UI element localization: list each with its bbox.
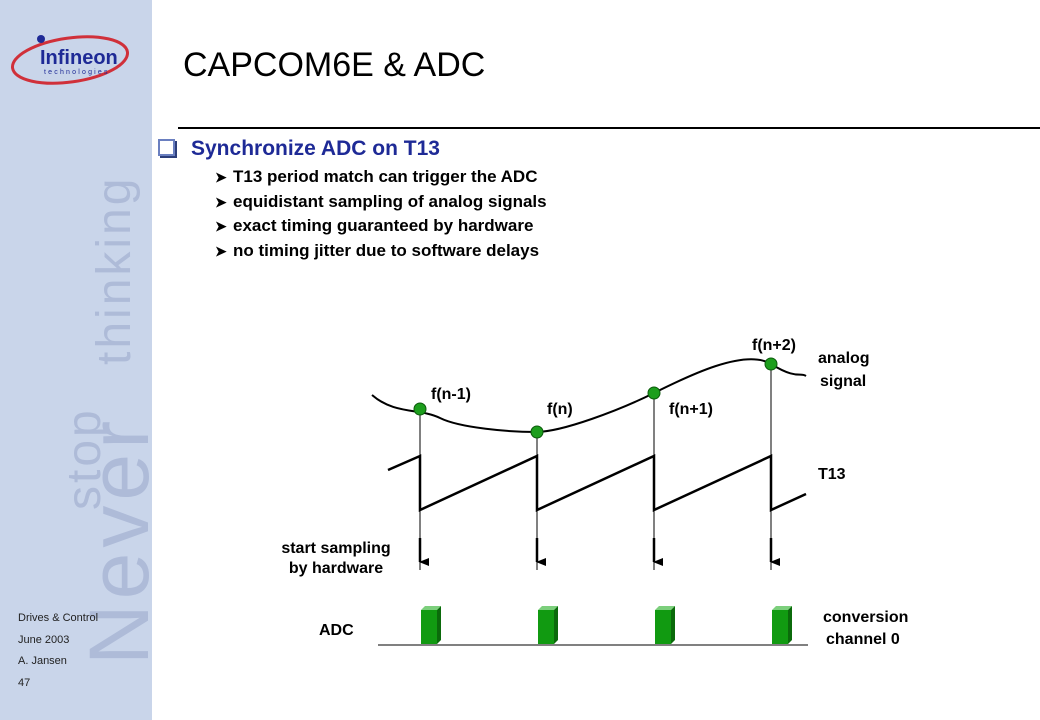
watermark-never: Never xyxy=(72,416,152,665)
subbullet-text: exact timing guaranteed by hardware xyxy=(233,216,534,236)
sample-dot-3 xyxy=(647,386,661,400)
subbullet-text: no timing jitter due to software delays xyxy=(233,241,540,261)
channel-label: channel 0 xyxy=(826,631,900,648)
watermark: Never stop thinking xyxy=(58,176,152,665)
checkbox-bullet-icon xyxy=(158,139,175,157)
subbullet-text: T13 period match can trigger the ADC xyxy=(233,167,538,186)
subbullet-item: ➤ no timing jitter due to software delays xyxy=(215,239,547,264)
sample-dot-1 xyxy=(413,402,427,416)
label-f-n-minus-1: f(n-1) xyxy=(431,386,471,403)
watermark-thinking: thinking xyxy=(88,176,141,365)
subbullet-item: ➤ T13 period match can trigger the ADC xyxy=(215,165,547,190)
logo-swoosh xyxy=(10,35,130,85)
footer-info: Drives & Control June 2003 A. Jansen 47 xyxy=(18,608,98,694)
subbullet-list: ➤ T13 period match can trigger the ADC ➤ e… xyxy=(215,165,547,264)
conversion-block-3 xyxy=(655,606,675,644)
signal-label: signal xyxy=(820,373,866,390)
adc-label: ADC xyxy=(319,622,354,639)
arrow-bullet-icon: ➤ xyxy=(215,218,227,235)
conversion-block-4 xyxy=(772,606,792,644)
subbullet-item: ➤ exact timing guaranteed by hardware xyxy=(215,214,547,239)
subbullet-item: ➤ equidistant sampling of analog signals xyxy=(215,190,547,215)
label-f-n-plus-1: f(n+1) xyxy=(669,401,713,418)
label-f-n: f(n) xyxy=(547,401,573,418)
subbullet-text: equidistant sampling of analog signals xyxy=(233,191,547,211)
logo-subtext: technologies xyxy=(44,69,110,76)
by-hardware-label: by hardware xyxy=(289,560,383,577)
title-divider xyxy=(178,127,1040,129)
label-f-n-plus-2: f(n+2) xyxy=(752,337,796,354)
infineon-logo: Infineon technologies xyxy=(10,35,130,85)
footer-date: June 2003 xyxy=(18,633,70,646)
footer-department: Drives & Control xyxy=(18,612,99,624)
conversion-block-2 xyxy=(538,606,558,644)
watermark-stop: stop xyxy=(58,407,111,510)
analog-label: analog xyxy=(818,350,870,367)
trigger-arrows xyxy=(418,538,780,566)
page-number: 47 xyxy=(18,676,31,689)
sample-markers xyxy=(419,364,772,570)
main-bullet-text: Synchronize ADC on T13 xyxy=(191,137,440,160)
arrow-bullet-icon: ➤ xyxy=(215,243,227,260)
logo-text: Infineon xyxy=(40,47,118,69)
conversion-label: conversion xyxy=(823,609,908,626)
footer-author: A. Jansen xyxy=(18,655,67,667)
sample-dot-4 xyxy=(764,357,778,371)
arrow-bullet-icon: ➤ xyxy=(215,169,227,185)
sidebar-panel: Never stop thinking Infineon technologie… xyxy=(0,0,152,720)
start-sampling-label: start sampling xyxy=(281,540,390,557)
arrow-bullet-icon: ➤ xyxy=(215,193,227,210)
conversion-blocks xyxy=(421,606,792,644)
sample-dot-2 xyxy=(530,425,544,439)
main-bullet: Synchronize ADC on T13 xyxy=(158,137,440,161)
sample-dots xyxy=(413,357,778,439)
conversion-block-1 xyxy=(421,606,441,644)
t13-sawtooth xyxy=(387,454,807,512)
t13-label: T13 xyxy=(818,466,846,483)
logo-dot xyxy=(37,35,45,43)
page-title: CAPCOM6E & ADC xyxy=(183,46,486,84)
